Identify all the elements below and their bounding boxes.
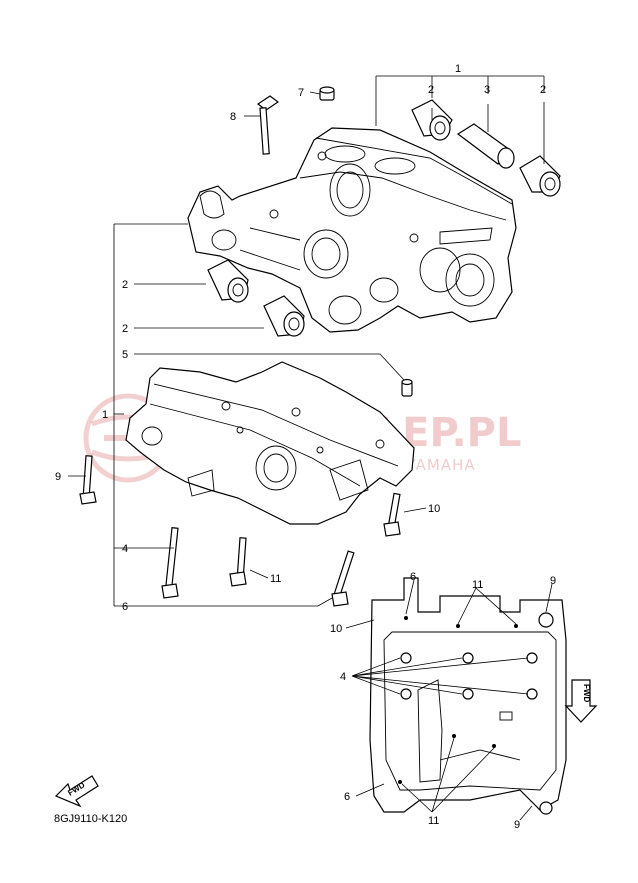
- callout-10-bottom-view: 10: [330, 623, 342, 635]
- callout-1-top: 1: [455, 63, 461, 75]
- fwd-arrow-icon-vertical: FWD: [564, 679, 598, 723]
- callout-7: 7: [298, 87, 304, 99]
- callout-11-bottom-view-bottom: 11: [428, 815, 439, 827]
- bushing-2-left-a: [207, 259, 249, 303]
- callout-4-left: 4: [122, 543, 128, 555]
- callout-2-left-a: 2: [122, 279, 128, 291]
- lower-crankcase: [125, 361, 415, 525]
- bolt-11: [229, 537, 247, 587]
- upper-crankcase: [187, 127, 517, 333]
- callout-5: 5: [122, 349, 128, 361]
- callout-9-left: 9: [55, 471, 61, 483]
- callout-11-mid: 11: [270, 573, 281, 585]
- bolt-6: [331, 550, 355, 607]
- leader-lines: [68, 75, 553, 821]
- callout-8: 8: [230, 111, 236, 123]
- callout-2-left-b: 2: [122, 323, 128, 335]
- bolt-10: [383, 492, 401, 537]
- bolt-4: [161, 527, 179, 599]
- callout-4-bottom-view: 4: [340, 671, 346, 683]
- callout-9-bottom-view-top: 9: [550, 575, 556, 587]
- callout-3-top: 3: [484, 84, 490, 96]
- callout-6-left: 6: [122, 601, 128, 613]
- collar-3: [456, 123, 515, 169]
- crankcase-bottom-view: [369, 577, 567, 815]
- dowel-5: [401, 378, 413, 397]
- fwd-arrow-icon-diagonal: FWD: [54, 775, 99, 808]
- dowel-7: [319, 86, 335, 101]
- callout-6-bottom-view-top: 6: [410, 571, 416, 583]
- callout-6-bottom-view-bottom: 6: [344, 791, 350, 803]
- callout-1-left: 1: [102, 409, 108, 421]
- callout-2-top-right: 2: [540, 84, 546, 96]
- bolt-8: [256, 95, 280, 155]
- fwd-label-vertical: FWD: [582, 684, 591, 702]
- callout-2-top-left: 2: [428, 84, 434, 96]
- callout-10-right: 10: [428, 503, 440, 515]
- bushing-2-left-b: [263, 295, 305, 337]
- bushing-2-top-right: [519, 155, 561, 197]
- drawing-code: 8GJ9110-K120: [54, 813, 127, 825]
- callout-9-bottom-view-bottom: 9: [514, 819, 520, 831]
- callouts: 1 2 3 2 7 8 2 2 5 1 9 10 4 11 6 6 11 9 1…: [55, 63, 556, 831]
- callout-11-bottom-view-top: 11: [472, 579, 483, 591]
- bottom-bolt-holes: [398, 612, 554, 815]
